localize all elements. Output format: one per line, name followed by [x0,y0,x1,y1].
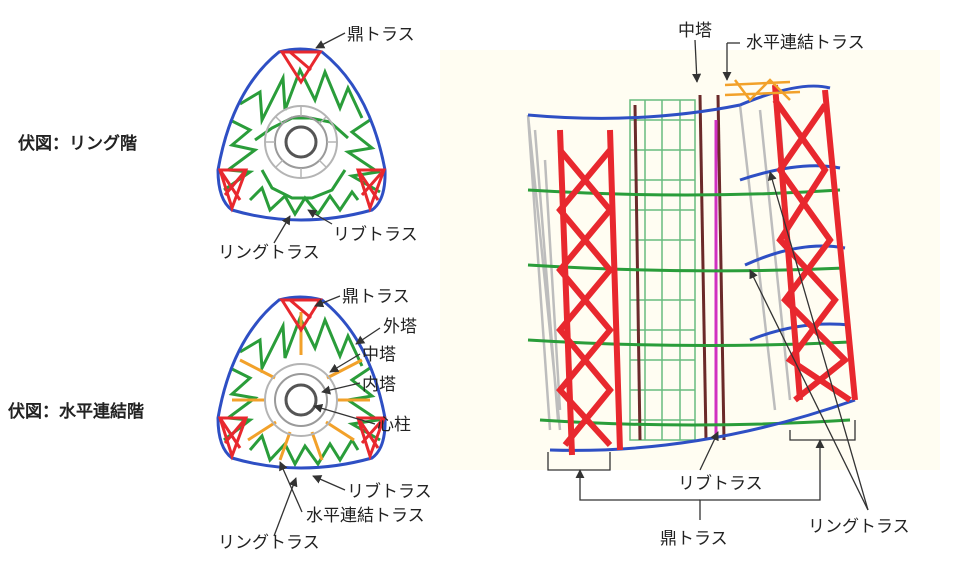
leader-middle-3d [692,39,702,83]
ring-truss-outline-2 [216,295,387,470]
plan-ring-floor: 伏図：リング階 鼎トラス リブトラス リングトラス [18,25,418,263]
label-horizontal-truss: 水平連結トラス [306,506,425,526]
leader-ring [273,215,291,244]
leader-ring-2 [273,477,298,537]
middle-core-ring-2 [274,373,328,427]
leader-outer [355,327,381,345]
core-spokes [265,106,337,178]
ring-truss-outline [216,47,387,222]
label-rib-truss: リブトラス [333,224,418,245]
leader-pillar [313,403,376,425]
leader-rib-3d [699,431,719,471]
leader-kanae-3d-right [699,439,825,520]
kanae-truss-3d [556,84,858,456]
label-outer-tower: 外塔 [383,317,417,337]
leader-ring-3d-b [749,269,869,511]
label-ring-3d: リングトラス [808,517,910,537]
label-ring-truss: リングトラス [218,243,320,263]
label-ring-truss-2: リングトラス [218,533,320,553]
plan-horizontal-title: 伏図：水平連結階 [8,401,144,422]
center-pillar [284,125,318,159]
label-rib-truss-2: リブトラス [347,481,432,502]
label-middle-tower: 中塔 [362,345,396,365]
leader-kanae-3d-left [575,469,700,501]
leader-rib-2 [312,475,346,491]
plan-ring-title: 伏図：リング階 [18,133,137,154]
leader-horizontal [279,461,303,513]
horizontal-truss-3d [724,78,801,102]
label-middle-3d: 中塔 [678,21,712,41]
rib-truss-web [223,66,383,217]
leader-inner [321,382,361,395]
label-horizontal-3d: 水平連結トラス [746,33,865,53]
label-kanae-truss: 鼎トラス [347,25,415,45]
leader-ring-3d-a [767,171,869,511]
view-3d: 中塔 水平連結トラス リブトラス 鼎トラス リングトラス [440,21,940,549]
core-pillar-3d [633,94,726,441]
leader-kanae [315,32,346,49]
plan-horizontal-floor: 伏図：水平連結階 鼎トラス 外塔 中塔 内塔 心柱 リブトラス 水平連結トラス … [8,287,432,553]
leader-rib [307,209,333,225]
leader-middle [329,353,361,373]
label-rib-3d: リブトラス [678,473,763,494]
horizontal-connection-truss [232,312,370,461]
outer-core-ring-2 [264,363,338,437]
label-inner-tower: 内塔 [362,375,396,395]
leader-kanae-2 [314,295,341,308]
kanae-truss [217,50,387,213]
label-kanae-3d: 鼎トラス [660,529,728,549]
kanae-truss-2 [217,298,387,461]
label-center-pillar: 心柱 [377,415,411,435]
label-kanae-truss-2: 鼎トラス [342,287,410,307]
center-pillar-2 [284,383,318,417]
